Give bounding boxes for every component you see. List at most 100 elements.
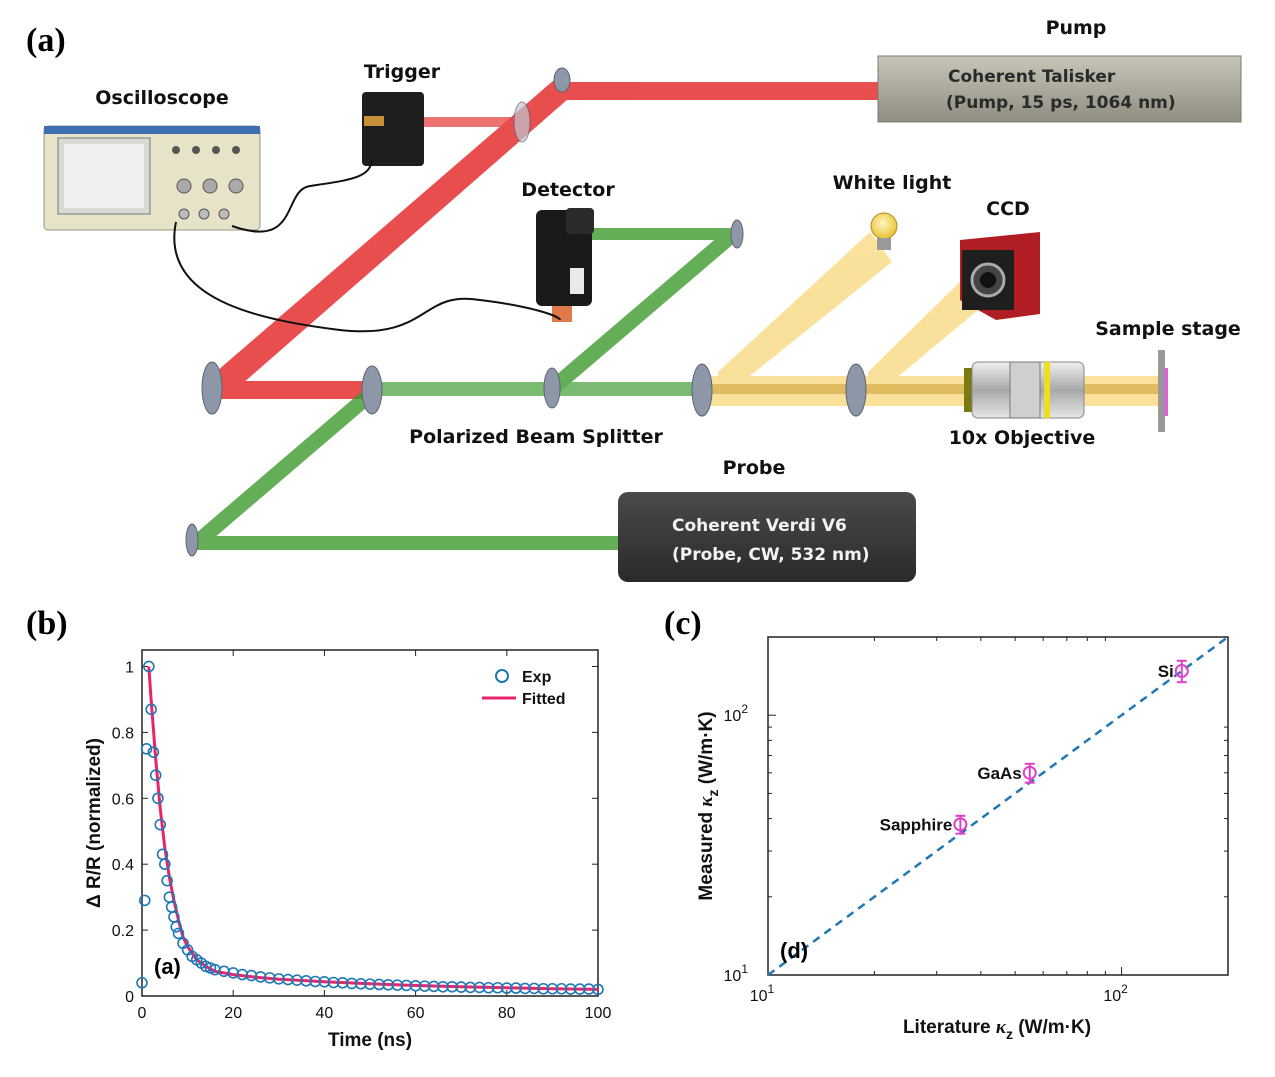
data-point — [573, 983, 586, 995]
data-point — [428, 980, 440, 993]
objective-label: 10x Objective — [949, 427, 1096, 449]
mirror — [185, 523, 199, 557]
ccd-label: CCD — [986, 198, 1030, 220]
data-point — [327, 976, 340, 989]
data-point — [455, 981, 468, 993]
sample-stage-label: Sample stage — [1095, 318, 1241, 340]
mirror — [553, 67, 571, 93]
probe-spec: (Probe, CW, 532 nm) — [672, 545, 870, 565]
polarized-beam-splitter — [361, 365, 383, 415]
white-light-label: White light — [833, 172, 952, 194]
data-point — [138, 894, 151, 907]
data-point — [336, 977, 349, 989]
x-tick-label: 40 — [316, 1005, 334, 1022]
pump-laser: Pump Coherent Talisker (Pump, 15 ps, 106… — [877, 17, 1242, 123]
legend-marker-exp — [495, 669, 509, 683]
x-tick-label: 0 — [138, 1005, 147, 1022]
x-tick-label: 80 — [498, 1005, 516, 1022]
data-point — [172, 927, 185, 940]
y-tick-label: 102 — [724, 702, 749, 725]
y-tick-label: 1 — [125, 659, 134, 676]
legend-label-exp: Exp — [522, 669, 552, 686]
probe-title: Probe — [723, 457, 786, 479]
data-point — [473, 981, 486, 994]
data-point — [1022, 765, 1037, 780]
white-light-beams — [705, 232, 1160, 406]
y-axis-title: Δ R/R (normalized) — [84, 738, 105, 908]
beam-splitter — [845, 363, 867, 417]
data-point — [154, 818, 167, 831]
data-point — [464, 981, 477, 994]
data-point — [300, 975, 312, 987]
x-tick-label: 102 — [1103, 982, 1128, 1005]
data-point — [519, 982, 531, 995]
inset-label: (d) — [780, 938, 808, 963]
y-tick-label: 101 — [724, 962, 749, 985]
oscilloscope-label: Oscilloscope — [95, 87, 228, 109]
data-point — [510, 982, 522, 994]
plot-frame — [141, 649, 599, 997]
data-point — [159, 858, 171, 870]
data-point — [592, 983, 604, 996]
white-light-source: White light — [833, 172, 952, 250]
data-point — [140, 743, 153, 755]
tick-group: 101 102 101 102 — [724, 636, 1229, 1005]
data-point — [446, 980, 458, 993]
pbs-label: Polarized Beam Splitter — [409, 426, 663, 448]
beam-splitter — [543, 367, 561, 409]
x-axis-title: Time (ns) — [328, 1030, 412, 1051]
x-tick-exponent: 2 — [1121, 982, 1128, 996]
data-point — [318, 976, 331, 988]
x-tick-label: 60 — [407, 1005, 425, 1022]
point-label: GaAs — [977, 764, 1021, 783]
x-tick-label: 101 — [750, 982, 775, 1005]
data-point — [546, 982, 559, 995]
data-point — [373, 978, 385, 991]
data-point — [382, 978, 395, 991]
y-tick-label: 0.4 — [112, 857, 134, 874]
pump-title: Pump — [1046, 17, 1107, 39]
data-point — [136, 977, 148, 989]
data-point — [409, 979, 422, 992]
panel-a-label: (a) — [26, 22, 66, 59]
svg-text:Literature κz (W/m·K): Literature κz (W/m·K) — [903, 1017, 1091, 1042]
beam-splitter — [513, 101, 531, 143]
panel-b-label: (b) — [26, 605, 68, 642]
cables — [173, 159, 561, 333]
data-point — [437, 980, 449, 993]
data-point — [345, 977, 358, 990]
data-point — [364, 978, 376, 990]
data-point — [537, 982, 550, 995]
data-point — [953, 817, 968, 832]
mirror — [201, 361, 223, 415]
y-tick-label: 0.6 — [112, 791, 134, 808]
data-point — [1174, 663, 1189, 678]
data-point — [161, 874, 173, 887]
y-tick-label: 0 — [125, 989, 134, 1006]
mirror — [730, 219, 744, 249]
point-label: Sapphire — [880, 815, 953, 834]
setup-diagram: (a) — [26, 17, 1242, 582]
data-point — [152, 792, 164, 805]
svg-text:Measured κz (W/m·K): Measured κz (W/m·K) — [696, 711, 721, 900]
data-point — [500, 982, 513, 994]
oscilloscope: Oscilloscope — [43, 87, 261, 231]
probe-beam — [188, 228, 1160, 550]
objective-lens: 10x Objective — [949, 361, 1096, 449]
measurement-points: Sapphire GaAs Si — [880, 659, 1189, 835]
data-point — [282, 973, 294, 986]
detector-label: Detector — [521, 179, 615, 201]
legend: Exp Fitted — [482, 669, 566, 708]
data-point — [272, 973, 285, 985]
data-point — [491, 981, 504, 994]
data-point — [391, 979, 404, 991]
y-tick-exponent: 1 — [741, 962, 748, 976]
exp-series — [136, 660, 604, 996]
data-point — [583, 983, 595, 995]
x-tick-exponent: 1 — [768, 982, 775, 996]
data-point — [143, 660, 155, 673]
sample-stage: Sample stage — [1095, 318, 1241, 432]
point-label: Si — [1158, 662, 1174, 681]
